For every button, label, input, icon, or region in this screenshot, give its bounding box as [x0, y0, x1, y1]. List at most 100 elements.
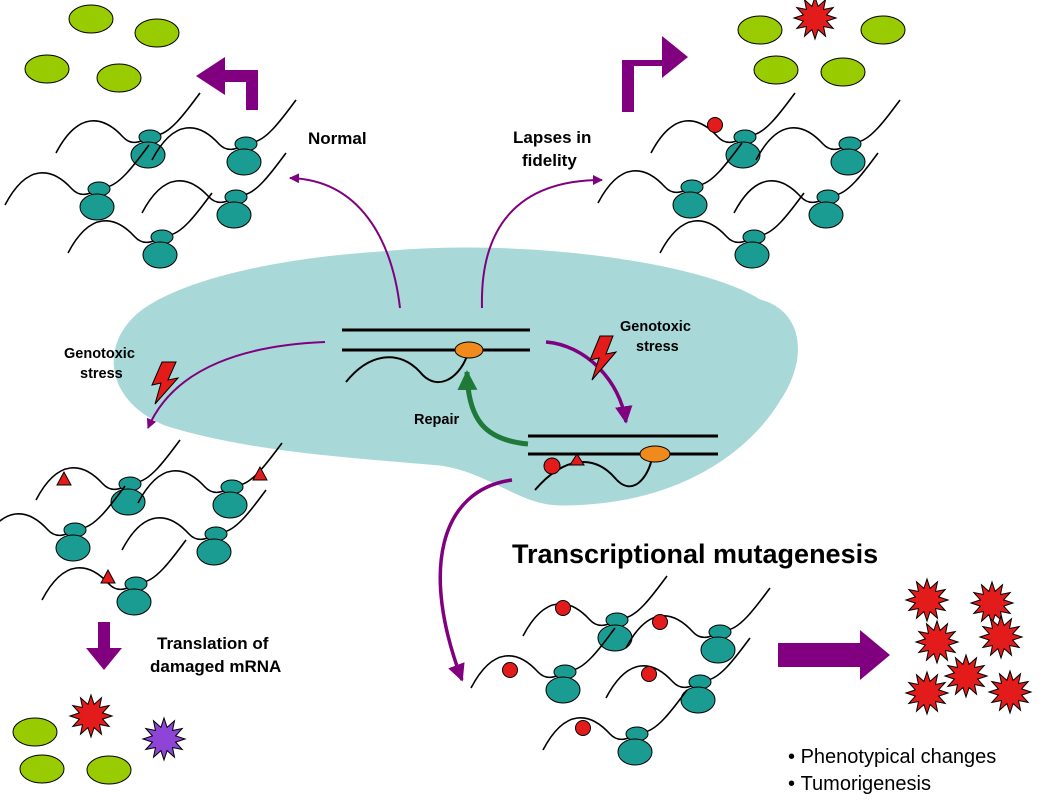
block-arrow-normal [196, 57, 258, 110]
mrna-ribosome-unit [522, 575, 668, 652]
ribosome-large-subunit [226, 148, 262, 176]
ribosome-large-subunit [142, 241, 178, 269]
mrna-strand [733, 152, 879, 214]
nucleus [113, 247, 798, 506]
mrna-strand [35, 439, 181, 501]
mrna-lesion-dot [707, 117, 723, 133]
block-arrow-lapses [622, 36, 688, 112]
mrna-ribosome-unit [151, 99, 297, 176]
mrna-ribosome-unit [542, 689, 688, 766]
ribosome-large-subunit [55, 534, 91, 562]
mrna-damage-triangle [252, 465, 268, 481]
nascent-mrna [345, 355, 468, 384]
mrna-lesion [543, 457, 561, 475]
protein-mutant [904, 577, 950, 623]
mrna-ribosome-unit [35, 439, 181, 516]
mrna-group-normal [4, 92, 297, 269]
repair-arrow [457, 370, 529, 447]
mrna-ribosome-unit [650, 92, 796, 169]
mrna-ribosome-unit [4, 144, 150, 221]
label-genotoxic-left-line1: Genotoxic [64, 346, 135, 362]
arrow-to-normal [289, 173, 401, 309]
mrna-strand [141, 152, 287, 214]
ribosome-large-subunit [830, 148, 866, 176]
ribosome-large-subunit [700, 636, 736, 664]
mrna-ribosome-unit [0, 485, 126, 562]
mrna-group-damaged [0, 439, 283, 616]
ribosome-large-subunit [725, 141, 761, 169]
ribosome-large-subunit [734, 241, 770, 269]
protein-normal [737, 15, 783, 45]
title-transcriptional-mutagenesis: Transcriptional mutagenesis [512, 539, 879, 569]
mrna-ribosome-unit [597, 142, 743, 219]
mrna-strand [470, 627, 616, 689]
protein-aberrant [68, 693, 114, 739]
protein-mutant [987, 669, 1033, 715]
mrna-strand [67, 192, 213, 254]
mrna-strand [151, 99, 297, 161]
block-arrow-translation [86, 622, 122, 670]
ribosome-large-subunit [672, 191, 708, 219]
mrna-strand [522, 575, 668, 637]
ribosome-large-subunit [116, 588, 152, 616]
mrna-damage-triangle [100, 568, 116, 584]
rna-polymerase [454, 341, 484, 359]
ribosome-large-subunit [79, 193, 115, 221]
outcome-item: Tumorigenesis [788, 771, 996, 798]
lightning-bolt-icon [151, 361, 180, 405]
lightning-bolt-icon [589, 335, 618, 381]
mrna-group-transcriptional-mutagenesis [470, 575, 771, 766]
mrna-ribosome-unit [470, 627, 616, 704]
protein-normal [19, 754, 65, 784]
mrna-lesion-dot [575, 720, 591, 736]
block-arrow-mutagenesis [778, 630, 890, 680]
outcome-list: Phenotypical changes Tumorigenesis [788, 744, 997, 798]
label-genotoxic-right-line2: stress [636, 339, 679, 355]
arrow-to-lapses [480, 175, 603, 309]
mrna-strand [4, 144, 150, 206]
protein-normal [860, 15, 906, 45]
label-normal: Normal [308, 129, 367, 148]
mrna-ribosome-unit [141, 152, 287, 229]
mrna-strand [542, 689, 688, 751]
label-lapses-line2: fidelity [522, 151, 577, 170]
label-translation-line1: Translation of [157, 634, 269, 653]
mrna-ribosome-unit [55, 92, 201, 169]
protein-mutant [978, 614, 1024, 660]
arrow-to-transcriptional-mutagenesis [438, 478, 513, 682]
mrna-ribosome-unit [137, 442, 283, 519]
mrna-ribosome-unit [659, 192, 805, 269]
label-lapses-line1: Lapses in [513, 128, 592, 147]
protein-normal [134, 18, 180, 48]
protein-normal [68, 4, 114, 34]
mrna-strand [0, 485, 126, 537]
protein-mutant [914, 619, 960, 665]
mrna-strand [755, 99, 901, 161]
ribosome-large-subunit [617, 738, 653, 766]
protein-normal [820, 57, 866, 87]
protein-normal [753, 55, 799, 85]
mrna-strand [121, 489, 267, 551]
rna-polymerase-damaged [639, 445, 671, 463]
ribosome-large-subunit [130, 141, 166, 169]
dna-lesion [569, 453, 585, 466]
mrna-ribosome-unit [733, 152, 879, 229]
protein-normal [12, 717, 58, 747]
protein-normal [24, 54, 70, 84]
mrna-lesion-dot [502, 662, 518, 678]
ribosome-large-subunit [216, 201, 252, 229]
genotoxic-bolts [151, 335, 618, 405]
label-genotoxic-right-line1: Genotoxic [620, 319, 691, 335]
mrna-strand [659, 192, 805, 254]
mrna-ribosome-unit [625, 587, 771, 664]
protein-normal [96, 63, 142, 93]
mrna-damage-triangle [56, 470, 72, 486]
mrna-lesion-dot [641, 666, 657, 682]
protein-mutant [969, 580, 1015, 626]
arrow-to-damaged-translation [146, 341, 326, 429]
protein-aberrant [141, 716, 187, 762]
ribosome-large-subunit [212, 491, 248, 519]
protein-products [12, 0, 1033, 785]
protein-aberrant [792, 0, 838, 41]
